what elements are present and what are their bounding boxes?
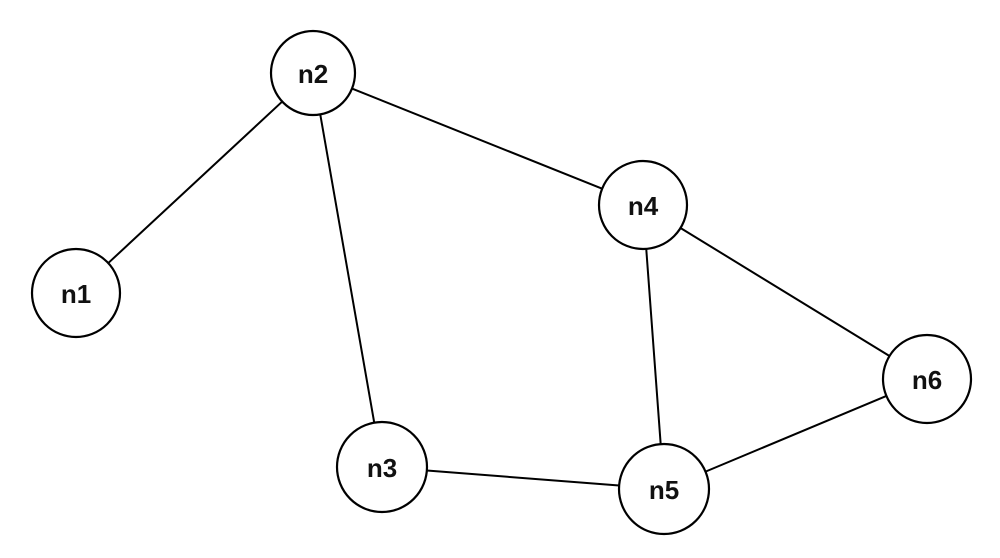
graph-node-label-n4: n4 (628, 191, 659, 221)
node-layer: n1 n2 n3 n4 n5 n6 (30, 29, 973, 536)
graph-node-n2[interactable]: n2 (269, 29, 357, 117)
graph-node-label-n1: n1 (61, 279, 91, 309)
graph-node-circle-n4[interactable] (597, 159, 689, 251)
graph-node-circle-n6[interactable] (881, 333, 973, 425)
graph-edge-n4-n5 (645, 247, 662, 446)
graph-node-circle-n1[interactable] (30, 247, 122, 339)
graph-node-n5[interactable]: n5 (617, 442, 711, 536)
graph-node-label-n5: n5 (649, 475, 679, 505)
graph-node-circle-n3[interactable] (335, 420, 429, 514)
graph-node-n4[interactable]: n4 (597, 159, 689, 251)
graph-edge-n2-n3 (319, 113, 376, 424)
graph-node-label-n3: n3 (367, 453, 397, 483)
graph-node-label-n2: n2 (298, 59, 328, 89)
graph-node-n3[interactable]: n3 (335, 420, 429, 514)
graph-node-n1[interactable]: n1 (30, 247, 122, 339)
edge-layer (107, 87, 891, 487)
graph-node-label-n6: n6 (912, 365, 942, 395)
graph-node-circle-n5[interactable] (617, 442, 711, 536)
graph-edge-n2-n4 (350, 87, 604, 190)
graph-edge-n5-n6 (704, 394, 888, 473)
graph-edge-n4-n6 (679, 226, 891, 358)
graph-node-circle-n2[interactable] (269, 29, 357, 117)
graph-edge-n1-n2 (107, 100, 284, 265)
graph-edge-n3-n5 (425, 469, 621, 487)
graph-node-n6[interactable]: n6 (881, 333, 973, 425)
